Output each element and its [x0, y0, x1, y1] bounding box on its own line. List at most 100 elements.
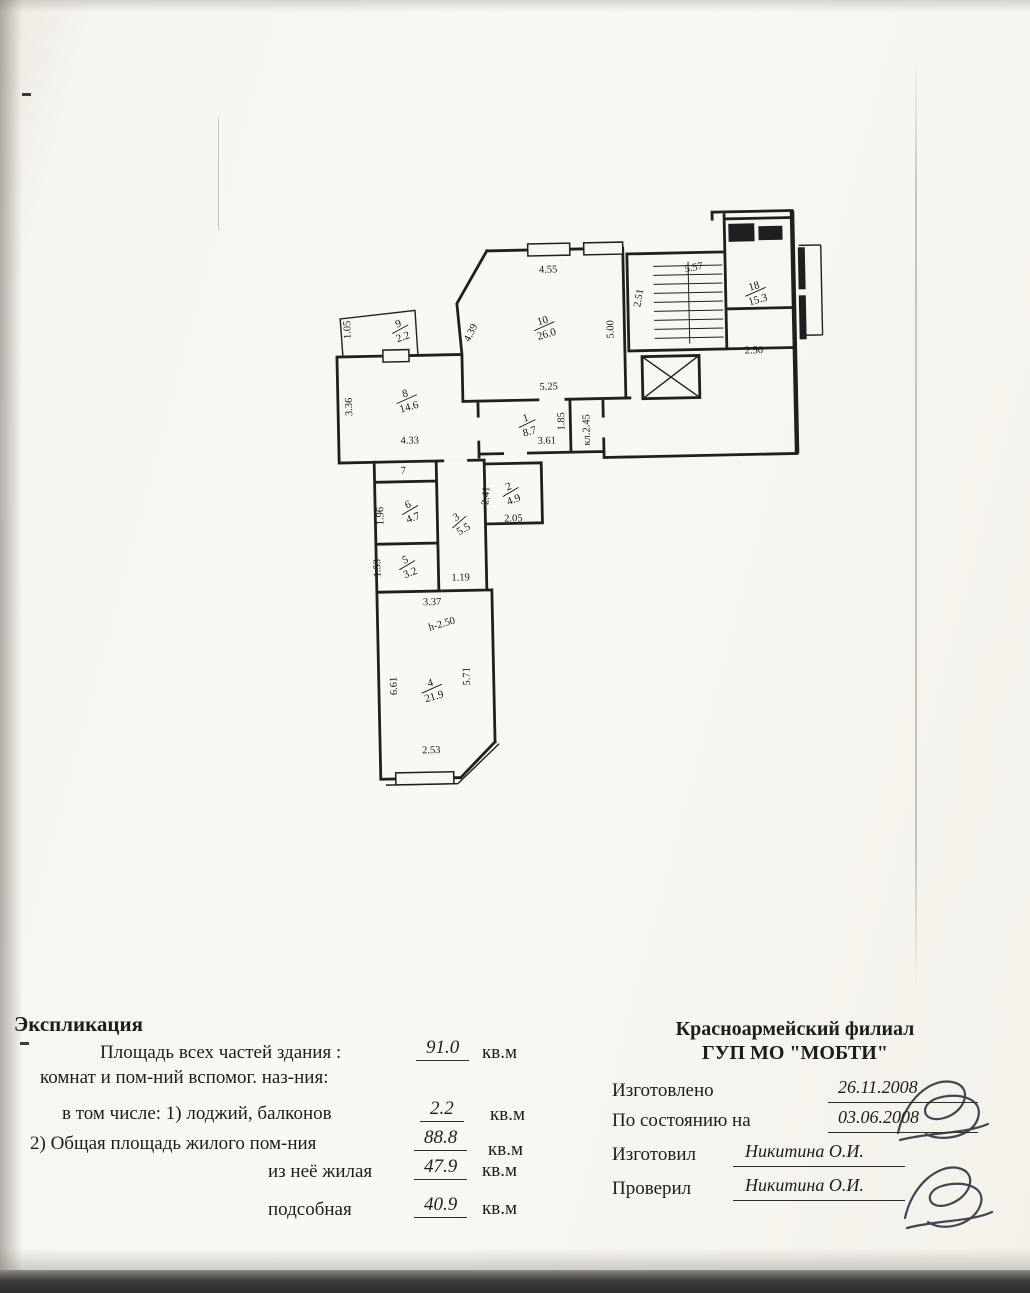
- svg-text:3.2: 3.2: [402, 565, 419, 581]
- scan-mark: [20, 1042, 29, 1045]
- page-bottom-fade: [0, 1248, 1030, 1272]
- svg-text:4.9: 4.9: [505, 492, 523, 508]
- svg-text:18: 18: [747, 279, 761, 294]
- dimension-label: 7: [401, 466, 406, 477]
- svg-text:8.7: 8.7: [521, 424, 538, 439]
- room-label: 24.9: [502, 480, 523, 508]
- made-label: Изготовлено: [612, 1080, 714, 1101]
- window: [394, 770, 455, 786]
- dimension-label: 1.53: [372, 559, 383, 578]
- dimension-label: 3.36: [344, 398, 355, 417]
- svg-text:1: 1: [521, 412, 530, 425]
- auxiliary-label: подсобная: [268, 1199, 352, 1220]
- scan-mark: [22, 93, 31, 96]
- made-date: 26.11.2008: [838, 1077, 918, 1097]
- window: [382, 348, 410, 363]
- svg-text:5: 5: [400, 553, 410, 566]
- signature-checked-by: [903, 1166, 994, 1230]
- total-area-unit: кв.м: [482, 1042, 517, 1063]
- living-total-label: 2) Общая площадь жилого пом-ния: [30, 1133, 317, 1154]
- svg-text:2.2: 2.2: [395, 329, 412, 345]
- room-label: 421.9: [421, 677, 446, 705]
- svg-text:15.3: 15.3: [747, 291, 769, 308]
- dimension-label: h-2.50: [427, 615, 456, 633]
- living-total-unit: кв.м: [488, 1139, 523, 1160]
- dimension-label: 4.55: [539, 264, 558, 275]
- as-of-label: По состоянию на: [612, 1110, 751, 1131]
- svg-text:26.0: 26.0: [536, 326, 558, 343]
- dimension-label: 5.57: [684, 261, 704, 275]
- explication-subtitle: комнат и пом-ний вспомог. наз-ния:: [40, 1067, 329, 1088]
- loggia-balcony-value: 2.2: [420, 1098, 464, 1122]
- paper-crease-right: [915, 55, 917, 990]
- as-of-date-underline: [828, 1132, 978, 1133]
- dimension-label: 2.41: [480, 486, 492, 505]
- svg-text:14.6: 14.6: [398, 399, 420, 416]
- checked-by-name: Никитина О.И.: [745, 1175, 864, 1195]
- dimension-label: 1.19: [451, 572, 470, 583]
- as-of-date: 03.06.2008: [838, 1107, 919, 1127]
- dimension-label: 1.05: [342, 321, 353, 340]
- dimension-label: 2.51: [632, 288, 646, 308]
- wall-block: [798, 295, 807, 340]
- room-label: 92.2: [392, 317, 412, 345]
- residential-unit: кв.м: [482, 1160, 517, 1181]
- wall-block: [797, 247, 806, 290]
- dimension-label: кл.2.45: [581, 414, 593, 446]
- dimension-label: 4.39: [462, 322, 480, 343]
- wall-block: [758, 225, 783, 241]
- scan-edge-shadow-left: [0, 0, 22, 1293]
- dimension-label: 5.00: [605, 320, 616, 339]
- dimension-label: 3.61: [537, 435, 556, 446]
- residential-value: 47.9: [414, 1156, 468, 1180]
- dimension-label: 1.96: [375, 507, 386, 526]
- made-by-label: Изготовил: [612, 1144, 696, 1165]
- svg-text:21.9: 21.9: [423, 688, 445, 705]
- org-name-line1: Красноармейский филиал: [675, 1018, 915, 1040]
- dimension-label: 5.25: [539, 381, 558, 392]
- explication-title: Экспликация: [14, 1012, 143, 1036]
- dimension-label: 2.05: [504, 513, 523, 524]
- svg-text:4.7: 4.7: [404, 510, 422, 526]
- auxiliary-unit: кв.м: [482, 1198, 517, 1219]
- svg-text:3: 3: [451, 511, 462, 524]
- window: [582, 241, 624, 256]
- dimension-label: 2.50: [745, 345, 764, 356]
- window: [526, 242, 571, 257]
- svg-text:2: 2: [504, 480, 513, 493]
- dimension-label: 2.53: [422, 745, 441, 756]
- svg-text:4: 4: [426, 677, 435, 690]
- svg-text:9: 9: [394, 317, 404, 330]
- wall-block: [728, 223, 755, 242]
- svg-text:10: 10: [536, 314, 550, 329]
- dimension-label: 5.71: [461, 667, 472, 686]
- dimension-label: 4.33: [400, 435, 419, 446]
- scan-edge-shadow-top: [0, 0, 1030, 12]
- paper-crease-small: [218, 118, 219, 230]
- org-name-line2: ГУП МО "МОБТИ": [702, 1042, 888, 1064]
- made-by-name: Никитина О.И.: [745, 1141, 864, 1161]
- residential-label: из неё жилая: [268, 1161, 373, 1182]
- checked-by-label: Проверил: [612, 1178, 692, 1199]
- svg-text:8: 8: [401, 387, 410, 400]
- dimension-label: 6.61: [389, 677, 400, 696]
- dimension-label: 1.85: [556, 412, 567, 431]
- room-label: 53.2: [399, 553, 419, 581]
- auxiliary-value: 40.9: [414, 1194, 468, 1218]
- living-total-value: 88.8: [414, 1127, 468, 1151]
- total-area-label: Площадь всех частей здания :: [100, 1042, 342, 1063]
- svg-text:6: 6: [403, 498, 413, 511]
- dimension-label: 3.37: [423, 597, 442, 608]
- total-area-value: 91.0: [416, 1037, 470, 1061]
- loggia-balcony-label: в том числе: 1) лоджий, балконов: [62, 1103, 332, 1124]
- room-label: 18.7: [518, 412, 538, 439]
- page-bottom-edge: [0, 1270, 1030, 1293]
- room-label: 35.5: [451, 511, 473, 538]
- made-date-underline: [828, 1102, 978, 1103]
- room-label: 64.7: [401, 498, 422, 526]
